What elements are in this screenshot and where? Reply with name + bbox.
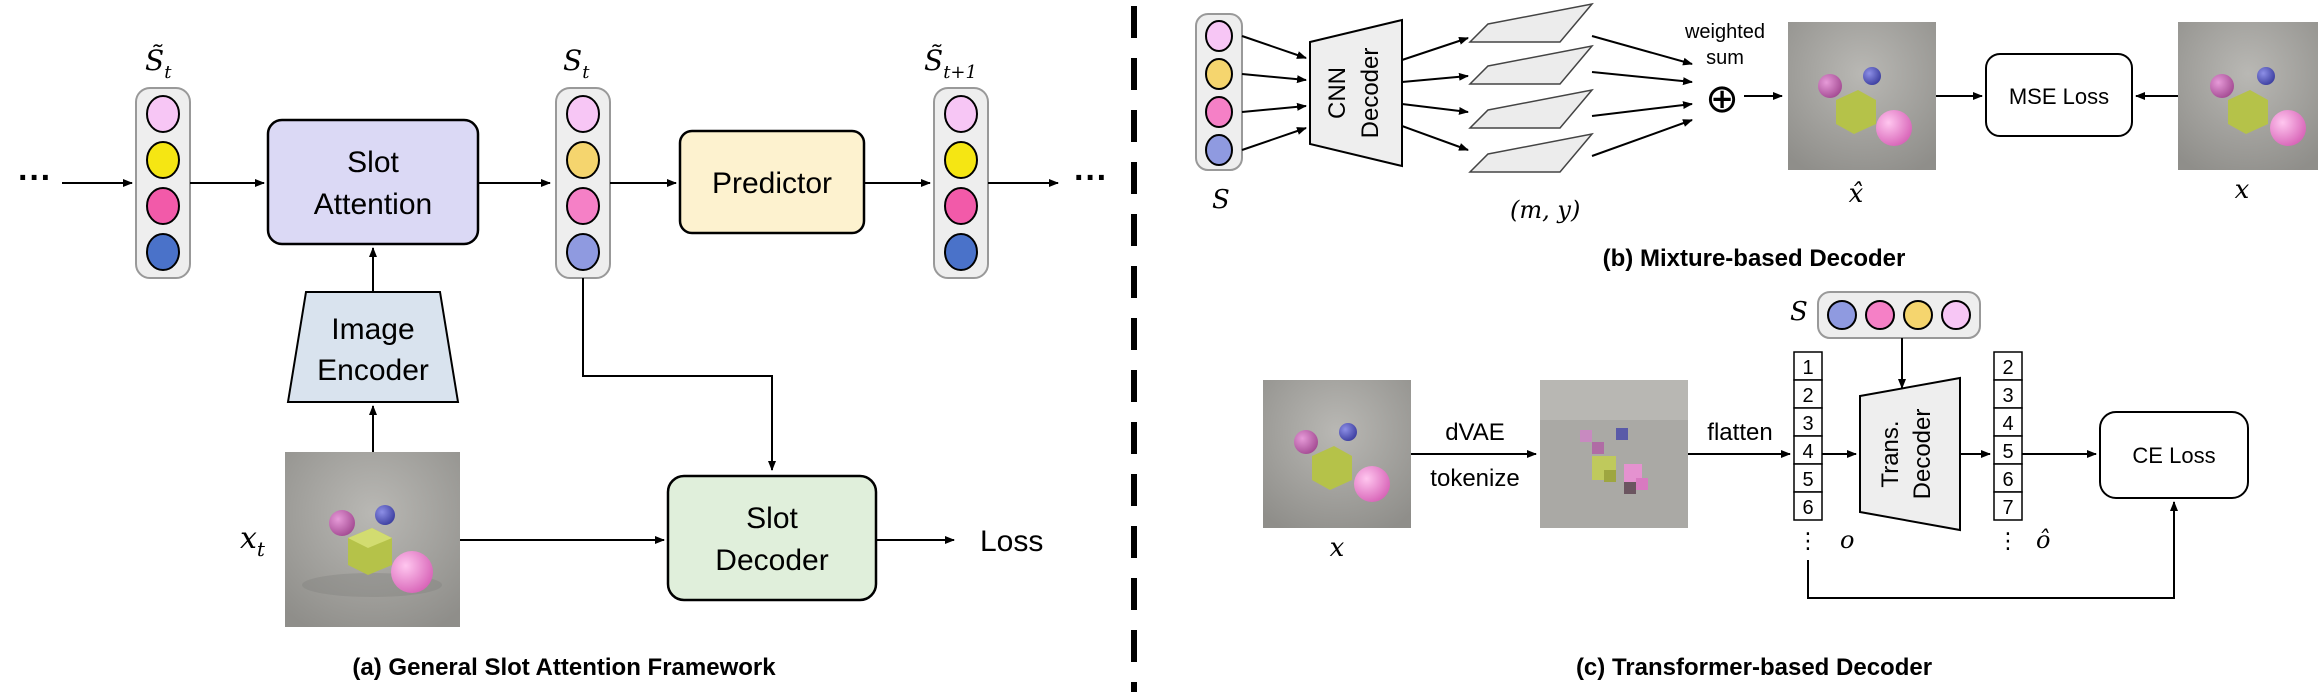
svg-text:Encoder: Encoder bbox=[317, 354, 429, 387]
svg-text:3: 3 bbox=[2002, 385, 2013, 407]
svg-text:Decoder: Decoder bbox=[715, 544, 828, 577]
slot-a1 bbox=[146, 95, 180, 133]
recon-image bbox=[1788, 22, 1936, 170]
svg-text:xt: xt bbox=[240, 521, 266, 561]
svg-text:4: 4 bbox=[1802, 441, 1813, 463]
svg-text:2: 2 bbox=[1802, 385, 1813, 407]
svg-text:7: 7 bbox=[2002, 497, 2013, 519]
svg-text:2: 2 bbox=[2002, 357, 2013, 379]
svg-text:5: 5 bbox=[1802, 469, 1813, 491]
svg-text:Slot: Slot bbox=[347, 146, 399, 179]
slot-c4 bbox=[944, 233, 978, 271]
svg-text:sum: sum bbox=[1706, 47, 1744, 69]
svg-text:o: o bbox=[1840, 526, 1854, 554]
input-token-column: 1 2 3 4 5 6 ⋮ bbox=[1793, 351, 1823, 553]
loss-label: Loss bbox=[980, 525, 1043, 558]
slot-column-b bbox=[1195, 13, 1243, 171]
svg-text:CNN: CNN bbox=[1324, 67, 1351, 119]
svg-text:tokenize: tokenize bbox=[1430, 465, 1519, 492]
image-encoder: Image Encoder bbox=[286, 291, 460, 403]
ellipsis-left: ··· bbox=[18, 159, 52, 197]
svg-text:flatten: flatten bbox=[1707, 419, 1772, 446]
svg-text:6: 6 bbox=[2002, 469, 2013, 491]
slot-b1 bbox=[566, 95, 600, 133]
svg-text:3: 3 bbox=[1802, 413, 1813, 435]
slot-a3 bbox=[146, 187, 180, 225]
slot-a4 bbox=[146, 233, 180, 271]
svg-text:x: x bbox=[1330, 533, 1345, 563]
output-token-column: 2 3 4 5 6 7 ⋮ bbox=[1993, 351, 2023, 553]
panel-b: S CNN Decoder (m, y) weighted sum ⊕ bbox=[1195, 2, 2318, 272]
svg-text:Decoder: Decoder bbox=[1909, 409, 1936, 500]
caption-b: (b) Mixture-based Decoder bbox=[1603, 245, 1906, 272]
svg-text:Trans.: Trans. bbox=[1877, 420, 1904, 487]
svg-text:Attention: Attention bbox=[314, 188, 432, 221]
svg-text:MSE Loss: MSE Loss bbox=[2009, 84, 2109, 109]
svg-text:St: St bbox=[563, 44, 590, 83]
svg-text:Predictor: Predictor bbox=[712, 167, 832, 200]
svg-text:(m, y): (m, y) bbox=[1510, 196, 1580, 224]
svg-text:dVAE: dVAE bbox=[1445, 419, 1505, 446]
slot-b3 bbox=[566, 187, 600, 225]
slot-c2 bbox=[944, 141, 978, 179]
slot-a2 bbox=[146, 141, 180, 179]
svg-text:5: 5 bbox=[2002, 441, 2013, 463]
panel-a: ··· S̃t Slot Attention St bbox=[18, 44, 1108, 681]
slot-attention-box: Slot Attention bbox=[266, 118, 480, 246]
panel-c: S x dVAE tokenize bbox=[1263, 291, 2249, 681]
caption-a: (a) General Slot Attention Framework bbox=[352, 654, 776, 681]
svg-text:S̃t+1: S̃t+1 bbox=[924, 44, 977, 83]
slot-decoder-box: Slot Decoder bbox=[666, 474, 878, 602]
svg-text:6: 6 bbox=[1802, 497, 1813, 519]
ce-loss-box: CE Loss bbox=[2099, 411, 2249, 499]
slot-group-t: St bbox=[555, 44, 611, 279]
svg-text:weighted: weighted bbox=[1684, 21, 1765, 43]
svg-text:4: 4 bbox=[2002, 413, 2013, 435]
svg-text:Decoder: Decoder bbox=[1357, 48, 1384, 139]
trans-decoder: Trans. Decoder bbox=[1859, 376, 1961, 532]
slot-b4 bbox=[566, 233, 600, 271]
mse-loss-box: MSE Loss bbox=[1985, 53, 2133, 137]
plus-icon: ⊕ bbox=[1705, 77, 1739, 121]
ellipsis-right: ··· bbox=[1074, 159, 1108, 197]
input-image-c bbox=[1263, 380, 1411, 528]
target-image bbox=[2178, 22, 2318, 170]
slot-c3 bbox=[944, 187, 978, 225]
slot-group-tilde-t1: S̃t+1 bbox=[924, 44, 989, 279]
svg-text:CE Loss: CE Loss bbox=[2132, 443, 2215, 468]
caption-c: (c) Transformer-based Decoder bbox=[1576, 654, 1932, 681]
slot-c1 bbox=[944, 95, 978, 133]
predictor-box: Predictor bbox=[678, 129, 866, 235]
slot-group-tilde-t: S̃t bbox=[135, 44, 191, 279]
slot-row-c bbox=[1817, 291, 1981, 339]
svg-text:⋮: ⋮ bbox=[1797, 528, 1819, 553]
svg-text:S: S bbox=[1790, 297, 1808, 327]
tokenized-image bbox=[1540, 380, 1688, 528]
cnn-decoder: CNN Decoder bbox=[1309, 18, 1403, 168]
slot-b2 bbox=[566, 141, 600, 179]
svg-text:⋮: ⋮ bbox=[1997, 528, 2019, 553]
mask-planes bbox=[1468, 2, 1594, 173]
svg-text:Slot: Slot bbox=[746, 502, 798, 535]
svg-text:1: 1 bbox=[1802, 357, 1813, 379]
svg-text:S: S bbox=[1212, 185, 1230, 215]
svg-text:Image: Image bbox=[331, 313, 414, 346]
svg-text:x: x bbox=[2235, 175, 2250, 205]
svg-text:S̃t: S̃t bbox=[145, 44, 172, 83]
input-image-a bbox=[285, 452, 460, 627]
svg-text:x̂: x̂ bbox=[1849, 179, 1864, 209]
svg-text:ô: ô bbox=[2036, 526, 2050, 554]
